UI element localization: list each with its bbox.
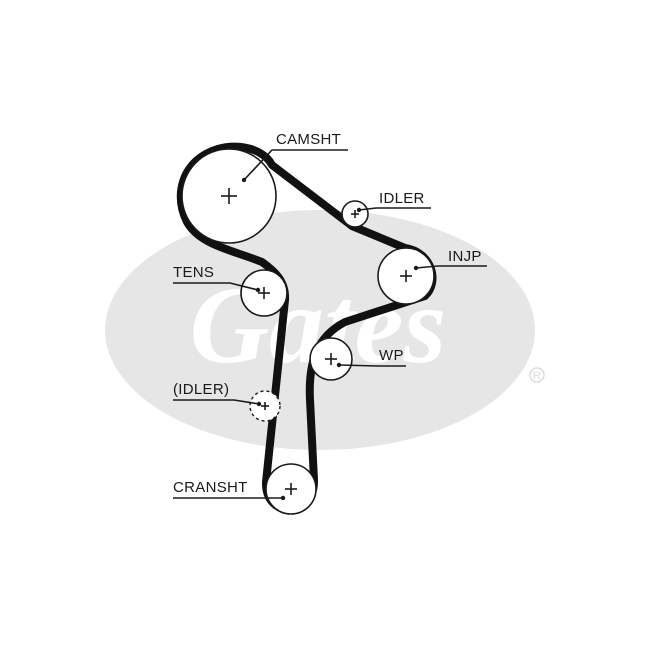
injection-pump-label: INJP — [448, 248, 482, 265]
optional-idler-pulley — [249, 390, 281, 422]
callout-injection-pump: INJP — [413, 248, 487, 271]
tensioner-label: TENS — [173, 264, 214, 281]
tensioner-leader-line — [173, 282, 259, 291]
callout-optional-idler: (IDLER) — [173, 381, 262, 407]
optional-idler-leader-dot — [256, 401, 262, 407]
crankshaft-label: CRANSHT — [173, 479, 248, 496]
registered-mark-icon — [529, 367, 545, 383]
idler-leader-line — [358, 207, 431, 211]
callout-idler: IDLER — [356, 190, 431, 213]
camshaft-label: CAMSHT — [276, 131, 341, 148]
crankshaft-leader-dot — [280, 495, 286, 501]
injection-pump-leader-dot — [413, 265, 419, 271]
callout-tensioner: TENS — [173, 264, 261, 293]
callout-crankshaft: CRANSHT — [173, 479, 286, 501]
injection-pump-pulley — [377, 247, 435, 305]
camshaft-leader-line — [243, 149, 348, 181]
water-pump-leader-dot — [336, 362, 342, 368]
idler-leader-dot — [356, 207, 362, 213]
registered-mark-letter: R — [533, 370, 541, 382]
callout-camshaft: CAMSHT — [241, 131, 348, 183]
callout-water-pump: WP — [336, 347, 406, 368]
injection-pump-leader-line — [415, 265, 487, 269]
gates-logo-watermark: Gates R — [105, 210, 545, 450]
tensioner-leader-dot — [255, 287, 261, 293]
water-pump-label: WP — [379, 347, 404, 364]
tensioner-pulley — [240, 269, 288, 317]
camshaft-pulley — [181, 148, 277, 244]
optional-idler-leader-line — [173, 399, 260, 405]
optional-idler-label: (IDLER) — [173, 381, 229, 398]
water-pump-pulley — [309, 337, 353, 381]
camshaft-leader-dot — [241, 177, 247, 183]
water-pump-leader-line — [338, 364, 406, 367]
idler-pulley — [341, 200, 369, 228]
crankshaft-pulley — [265, 463, 317, 515]
idler-label: IDLER — [379, 190, 425, 207]
